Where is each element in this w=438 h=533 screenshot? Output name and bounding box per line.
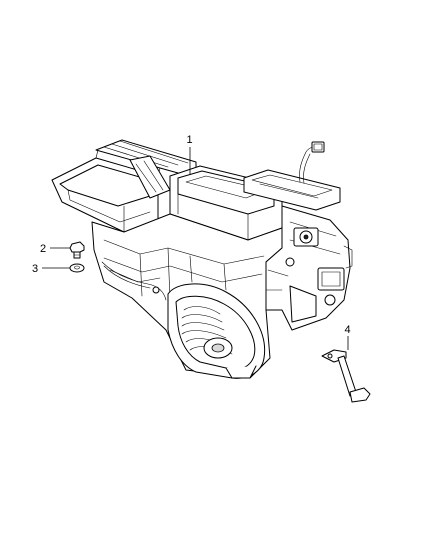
linkage-rod <box>321 349 371 403</box>
actuator-cluster <box>265 205 353 331</box>
top-duct <box>95 139 197 199</box>
bolt <box>69 241 85 259</box>
callout-label-2: 2 <box>40 243 46 255</box>
side-hoses <box>101 261 167 301</box>
hvac-housing-assembly <box>51 139 353 379</box>
air-intake-box <box>51 149 161 233</box>
callout-3: 3 <box>32 263 70 275</box>
callout-4: 4 <box>345 324 351 350</box>
callout-1: 1 <box>187 134 193 175</box>
callout-2: 2 <box>40 243 70 255</box>
blower-housing <box>167 283 266 379</box>
callout-label-3: 3 <box>32 263 38 275</box>
right-duct <box>243 169 341 211</box>
wire-harness <box>299 141 325 184</box>
washer <box>69 263 85 273</box>
callout-label-1: 1 <box>187 134 193 146</box>
callout-label-4: 4 <box>345 324 351 336</box>
